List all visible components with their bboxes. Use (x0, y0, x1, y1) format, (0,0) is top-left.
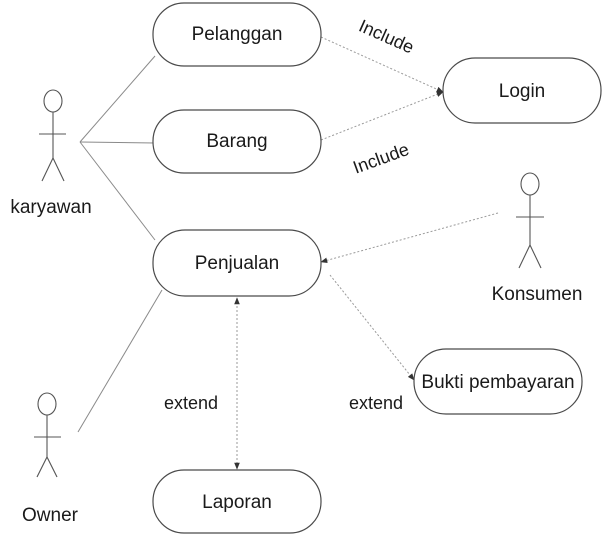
associations (77, 55, 163, 433)
assoc-karyawan-penjualan (79, 141, 156, 241)
assoc-konsumen-penjualan (320, 212, 499, 264)
include-label-barang-login: Include (350, 139, 411, 178)
extend-penjualan-bukti (329, 274, 415, 381)
actor-konsumen: Konsumen (492, 172, 583, 305)
use-case-penjualan: Penjualan (152, 229, 322, 297)
actor-owner-label: Owner (22, 505, 79, 526)
use-case-bukti-pembayaran: Bukti pembayaran (413, 348, 583, 415)
use-case-barang: Barang (152, 109, 322, 174)
extend-label-penjualan-laporan: extend (164, 393, 218, 413)
use-case-login-label: Login (499, 81, 546, 102)
use-case-laporan: Laporan (152, 469, 322, 534)
use-case-laporan-label: Laporan (202, 492, 272, 513)
actor-karyawan: karyawan (10, 89, 92, 218)
assoc-karyawan-pelanggan (79, 55, 156, 143)
include-relations (234, 36, 499, 470)
actor-karyawan-figure-icon (39, 89, 66, 182)
use-case-pelanggan-label: Pelanggan (192, 24, 283, 45)
use-case-barang-label: Barang (206, 131, 267, 152)
assoc-karyawan-barang (79, 141, 156, 144)
use-case-login: Login (442, 57, 602, 124)
use-case-pelanggan: Pelanggan (152, 2, 322, 67)
use-case-penjualan-label: Penjualan (195, 253, 280, 274)
actor-karyawan-label: karyawan (10, 197, 91, 218)
actor-konsumen-figure-icon (516, 172, 544, 269)
use-case-bukti-pembayaran-label: Bukti pembayaran (421, 372, 574, 393)
actor-owner-figure-icon (34, 392, 61, 478)
extend-label-penjualan-bukti: extend (349, 393, 403, 413)
assoc-owner-penjualan (77, 289, 163, 433)
include-barang-login (320, 91, 444, 141)
include-label-pelanggan-login: Include (356, 16, 417, 58)
actor-owner: Owner (22, 392, 79, 526)
actor-konsumen-label: Konsumen (492, 284, 583, 305)
